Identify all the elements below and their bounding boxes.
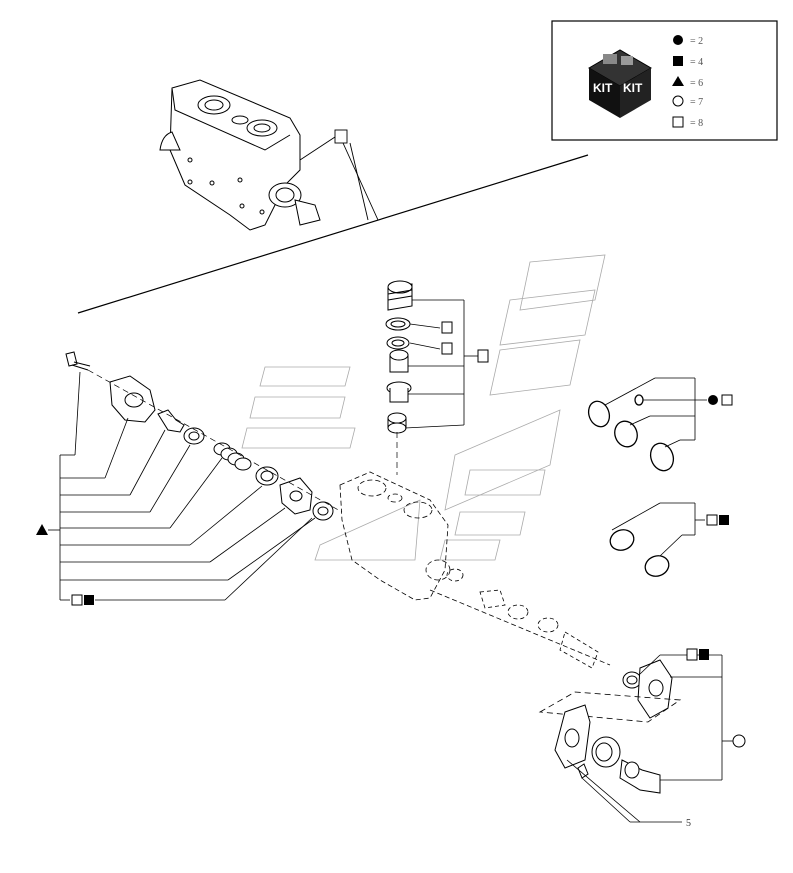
valve-section-overview <box>159 79 321 231</box>
open-circle-icon <box>672 95 684 107</box>
lower-open-circle-icon <box>732 734 746 748</box>
left-exploded-parts <box>65 351 343 521</box>
lower-right-assembly <box>538 659 682 794</box>
open-square-icon <box>672 116 684 128</box>
filled-circle-icon <box>673 35 683 45</box>
kit-box-icon: KIT KIT <box>588 49 652 118</box>
ring-open-square-icon <box>721 394 733 406</box>
filled-triangle-icon <box>672 76 684 86</box>
legend-text-2: = 6 <box>690 78 703 89</box>
lower-open-square-icon <box>686 648 698 661</box>
background-watermark <box>241 254 606 561</box>
left-filled-triangle-icon <box>36 524 48 535</box>
top-callout-square-1 <box>441 321 453 334</box>
ring2-filled-square-icon <box>719 515 729 525</box>
left-open-square-icon <box>71 594 83 606</box>
right-ring-leaders <box>604 377 707 557</box>
legend-text-1: = 4 <box>690 57 703 68</box>
section-divider-line <box>77 154 589 314</box>
left-filled-square-icon <box>84 595 94 605</box>
callout-ref-5: 5 <box>686 818 691 829</box>
lower-filled-square-icon <box>699 649 709 660</box>
kit-legend: KIT KIT = 2 = 4 = 6 = 7 = 8 <box>551 20 778 141</box>
legend-text-0: = 2 <box>690 36 703 47</box>
spring <box>213 442 252 471</box>
kit-label-right: KIT <box>623 81 643 95</box>
central-valve-body <box>339 471 611 666</box>
top-stacked-parts <box>385 280 413 475</box>
kit-label-left: KIT <box>593 81 613 95</box>
top-callout-square-2 <box>441 342 453 355</box>
spool-parts <box>446 568 599 669</box>
right-o-rings <box>587 394 675 577</box>
legend-text-3: = 7 <box>690 97 703 108</box>
left-leader-lines <box>48 371 316 601</box>
overview-callout <box>299 129 379 221</box>
filled-square-icon <box>673 56 683 66</box>
ring2-open-square-icon <box>706 514 718 526</box>
legend-text-4: = 8 <box>690 118 703 129</box>
ring-filled-circle-icon <box>708 395 718 405</box>
top-callout-square-3 <box>477 349 489 363</box>
legend-frame <box>551 20 778 141</box>
top-leader-lines <box>404 299 478 429</box>
